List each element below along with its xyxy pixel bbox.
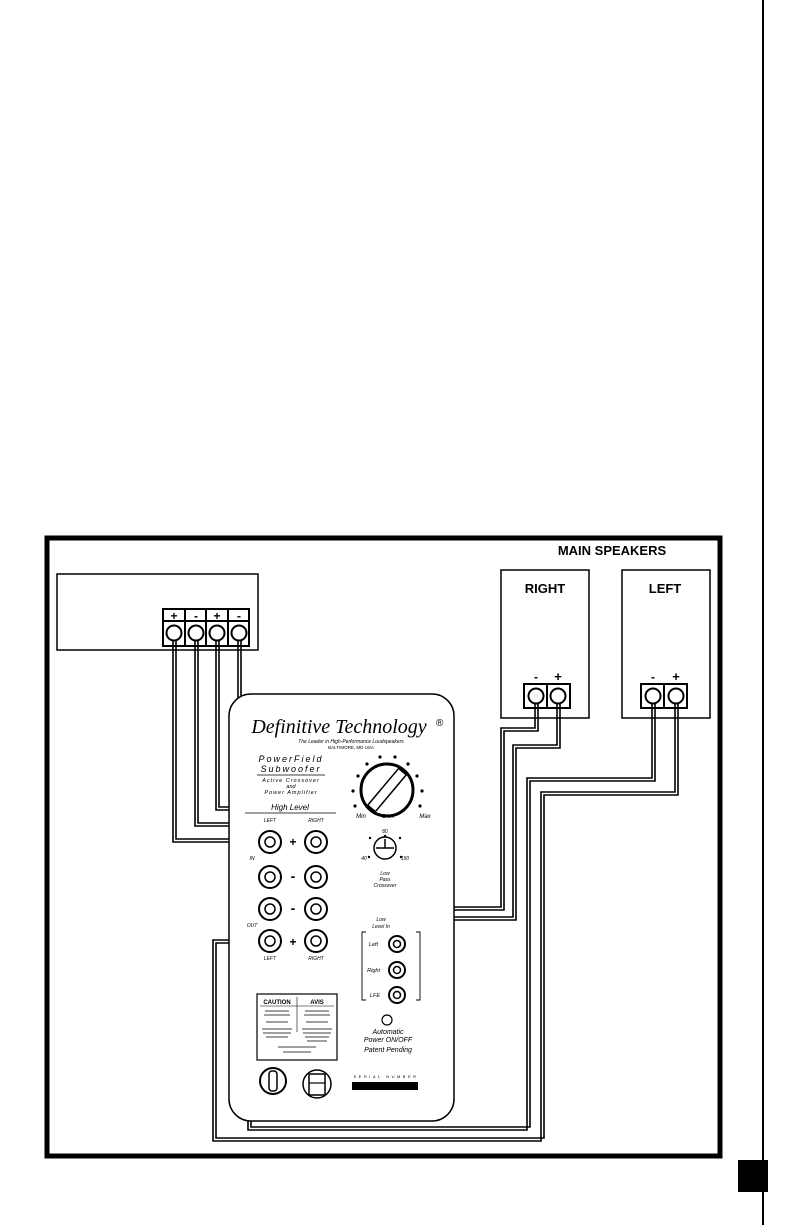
left-speaker-minus: - (651, 670, 655, 684)
gain-max-label: Max (419, 814, 431, 820)
out-left-label: LEFT (264, 956, 277, 962)
right-speaker-plus: + (554, 669, 562, 684)
amplifier-box: + - + - (56, 573, 259, 651)
left-speaker-terminal-minus[interactable] (644, 687, 662, 705)
right-speaker-terminal-plus[interactable] (549, 687, 567, 705)
out-minus-sign: - (291, 900, 296, 916)
high-level-left-label: LEFT (264, 818, 277, 824)
xover-knob-ticks (367, 834, 403, 859)
brand-tagline: The Leader in High-Performance Loudspeak… (298, 739, 404, 745)
right-speaker: RIGHT - + (500, 569, 590, 719)
desc-line-1: Active Crossover (261, 778, 320, 784)
subwoofer-panel: Definitive Technology ® The Leader in Hi… (228, 693, 455, 1122)
out-plus-sign: + (289, 935, 296, 949)
low-level-line-1: Low (376, 917, 386, 923)
main-speakers-heading: MAIN SPEAKERS (558, 543, 667, 558)
gain-label: GAIN (382, 814, 395, 820)
serial-number-label: SERIAL NUMBER (353, 1074, 418, 1079)
right-speaker-label: RIGHT (525, 581, 566, 596)
high-level-heading: High Level (271, 803, 309, 812)
xover-line-1: Low (380, 871, 390, 877)
left-speaker: LEFT - + (621, 569, 711, 719)
xover-150-label: 150 (401, 856, 410, 862)
caution-heading: CAUTION (263, 1000, 290, 1006)
auto-power-line-2: Power ON/OFF (364, 1037, 413, 1044)
registered-mark: ® (436, 718, 444, 729)
low-level-brackets (361, 931, 421, 1001)
right-speaker-terminal-minus[interactable] (527, 687, 545, 705)
amp-terminal-3-sign: + (213, 609, 220, 623)
in-label: IN (250, 856, 255, 862)
desc-line-3: Power Amplifier (264, 790, 317, 796)
auto-power-line-1: Automatic (371, 1029, 404, 1036)
out-right-label: RIGHT (308, 956, 325, 962)
amp-terminal-2-sign: - (194, 609, 198, 623)
serial-number-bar (352, 1082, 418, 1090)
out-label: OUT (247, 923, 259, 929)
low-level-left-label: Left (369, 942, 379, 948)
left-speaker-terminal-plus[interactable] (667, 687, 685, 705)
patent-pending: Patent Pending (364, 1047, 412, 1054)
brand-logo: Definitive Technology (250, 716, 426, 738)
xover-40-label: 40 (361, 856, 367, 862)
high-level-right-label: RIGHT (308, 818, 325, 824)
gain-knob-ticks (351, 755, 424, 808)
right-speaker-minus: - (534, 670, 538, 684)
power-indicator-led (381, 1014, 393, 1026)
in-minus-sign: - (291, 868, 296, 884)
avis-heading: AVIS (310, 1000, 324, 1006)
desc-line-2: and (286, 784, 296, 790)
amp-terminal-4[interactable] (230, 624, 248, 642)
xover-80-label: 80 (382, 829, 388, 835)
caution-fine-print (262, 1010, 332, 1053)
wire-left-spk-plus (212, 704, 679, 1142)
amp-terminal-2[interactable] (187, 624, 205, 642)
xover-line-3: Crossover (374, 883, 397, 889)
left-speaker-plus: + (672, 669, 680, 684)
gain-knob-pointer (366, 767, 408, 813)
low-level-line-2: Level In (372, 924, 390, 930)
amp-terminal-3[interactable] (208, 624, 226, 642)
low-level-right-label: Right (367, 968, 380, 974)
in-plus-sign: + (289, 835, 296, 849)
left-speaker-label: LEFT (649, 581, 682, 596)
xover-line-2: Pass (379, 877, 391, 883)
model-line-1: PowerField (258, 754, 323, 764)
page-tab (738, 1160, 768, 1192)
brand-location: BALTIMORE, MD USA (328, 745, 374, 750)
amp-terminal-4-sign: - (237, 609, 241, 623)
diagram-frame (44, 535, 723, 1159)
amp-terminal-1[interactable] (165, 624, 183, 642)
model-line-2: Subwoofer (260, 764, 321, 774)
amp-terminal-1-sign: + (170, 609, 177, 623)
low-level-lfe-label: LFE (370, 993, 380, 999)
gain-min-label: Min (356, 814, 366, 820)
